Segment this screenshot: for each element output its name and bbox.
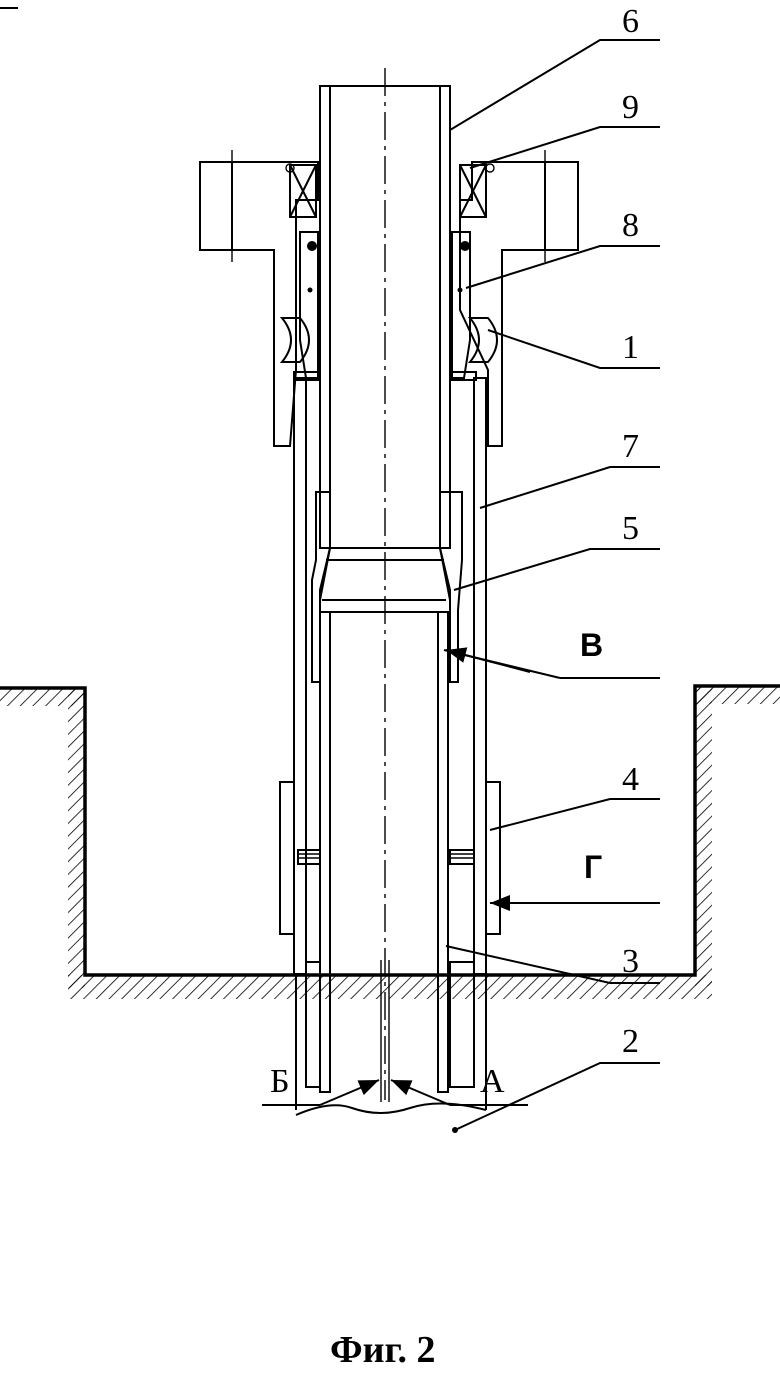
callout-4: 4 (622, 761, 639, 798)
label-a: А (480, 1063, 505, 1100)
callout-8: 8 (622, 207, 639, 244)
inner-tube-lower (319, 611, 449, 1093)
callout-9: 9 (622, 89, 639, 126)
callout-1: 1 (622, 329, 639, 366)
leader-lines (443, 39, 660, 1131)
inner-tube-upper (319, 85, 451, 549)
coupling-transition (311, 491, 463, 683)
outer-casing (293, 371, 487, 975)
callout-5: 5 (622, 510, 639, 547)
arrow-b (319, 1079, 380, 1106)
callout-3: 3 (622, 943, 639, 980)
figure-caption: Фиг. 2 (330, 1329, 436, 1371)
callout-6: 6 (622, 3, 639, 40)
arrow-a (390, 1079, 451, 1106)
ground-pit (0, 684, 780, 999)
callout-2: 2 (622, 1023, 639, 1060)
callout-v: В (580, 627, 603, 663)
clamp-ring (279, 781, 501, 935)
callout-7: 7 (622, 428, 639, 465)
insert-ring (299, 231, 471, 379)
label-b: Б (270, 1063, 290, 1100)
arrow-v (445, 647, 531, 673)
callout-g: Г (584, 849, 602, 885)
packing-left (305, 961, 321, 1088)
packing-right (449, 961, 475, 1088)
flange-head (199, 150, 579, 447)
